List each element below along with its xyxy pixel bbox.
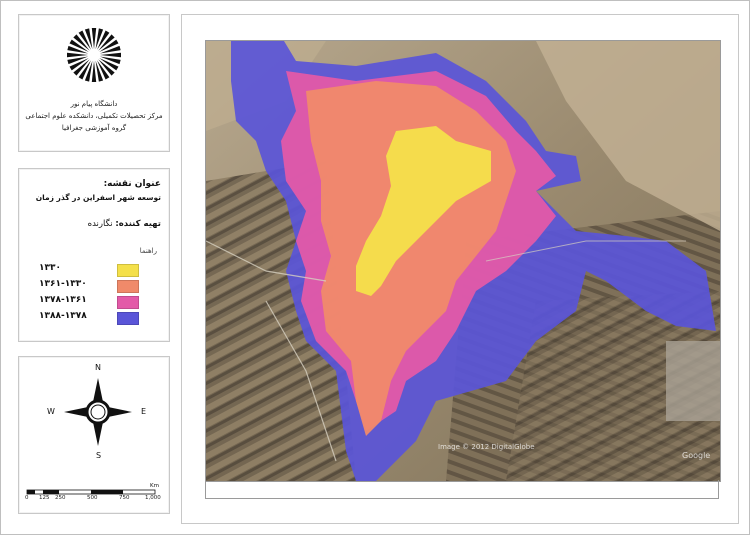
legend-item: ۱۳۸۸-۱۳۷۸ — [39, 311, 159, 325]
legend-swatch — [117, 280, 139, 293]
map-frame-edge — [718, 480, 719, 499]
compass-n: N — [95, 363, 101, 372]
map-frame-edge — [205, 498, 719, 499]
university-center: مرکز تحصیلات تکمیلی، دانشکده علوم اجتماع… — [25, 112, 163, 120]
scale-tick: 0 — [25, 495, 29, 501]
compass-s: S — [96, 451, 102, 460]
legend-label: ۱۳۶۱-۱۳۳۰ — [39, 279, 87, 289]
scale-tick: 750 — [119, 495, 130, 501]
scale-bar: Km 0 125 250 500 750 1,000 — [25, 483, 163, 507]
scale-unit: Km — [150, 483, 159, 489]
prepared-by: تهیه کننده: نگارنده — [88, 219, 161, 229]
scale-tick: 125 — [39, 495, 50, 501]
satellite-map-graphic — [206, 41, 720, 481]
scale-bar-graphic — [26, 489, 156, 495]
legend-label: ۱۳۸۸-۱۳۷۸ — [39, 311, 87, 321]
legend-item: ۱۳۳۰ — [39, 263, 159, 277]
compass-e: E — [141, 407, 147, 416]
imagery-brand: Google — [682, 451, 711, 460]
north-scale-panel: N S E W Km 0 125 250 500 750 1,000 — [18, 356, 170, 514]
university-logo-icon — [67, 28, 121, 82]
university-department: گروه آموزشی جغرافیا — [61, 124, 127, 132]
legend-item: ۱۳۶۱-۱۳۳۰ — [39, 279, 159, 293]
compass-w: W — [47, 407, 55, 416]
legend-swatch — [117, 312, 139, 325]
map-frame-edge — [205, 480, 206, 499]
title-legend-panel: عنوان نقشه: توسعه شهر اسفراین در گذر زما… — [18, 168, 170, 342]
map-title-value: توسعه شهر اسفراین در گذر زمان — [35, 193, 161, 202]
satellite-map: Image © 2012 DigitalGlobe Google — [205, 40, 721, 482]
legend-title: راهنما — [139, 247, 157, 255]
university-panel: دانشگاه پیام نور مرکز تحصیلات تکمیلی، دا… — [18, 14, 170, 152]
prepared-by-value: نگارنده — [87, 219, 113, 229]
compass-rose-icon — [64, 378, 132, 446]
legend-label: ۱۳۷۸-۱۳۶۱ — [39, 295, 87, 305]
legend-item: ۱۳۷۸-۱۳۶۱ — [39, 295, 159, 309]
scale-tick: 1,000 — [145, 495, 161, 501]
scale-tick: 250 — [55, 495, 66, 501]
legend-label: ۱۳۳۰ — [39, 263, 61, 273]
imagery-credit: Image © 2012 DigitalGlobe — [438, 443, 535, 451]
legend-swatch — [117, 264, 139, 277]
legend-swatch — [117, 296, 139, 309]
university-name: دانشگاه پیام نور — [70, 100, 118, 108]
scale-tick: 500 — [87, 495, 98, 501]
north-arrow: N S E W — [47, 363, 147, 460]
map-title-label: عنوان نقشه: — [103, 179, 161, 189]
prepared-by-label: تهیه کننده: — [115, 219, 161, 229]
